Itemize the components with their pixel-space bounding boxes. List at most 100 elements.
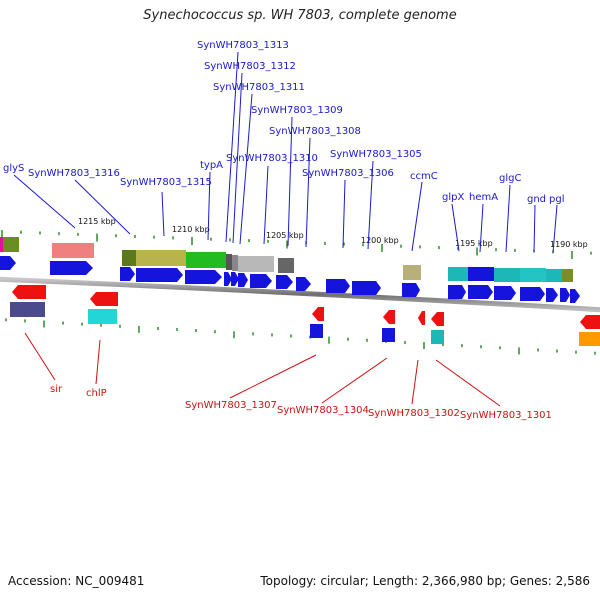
feature-box bbox=[122, 250, 136, 266]
gene-label: chlP bbox=[86, 388, 107, 399]
callout-line bbox=[435, 359, 501, 407]
feature-box bbox=[546, 269, 562, 282]
gene-arrow bbox=[352, 281, 381, 295]
callout-line bbox=[533, 204, 536, 253]
gene-label: SynWH7803_1315 bbox=[120, 177, 212, 188]
gene-arrow bbox=[12, 285, 46, 299]
feature-box bbox=[238, 256, 274, 272]
feature-box bbox=[278, 258, 294, 273]
gene-arrow bbox=[560, 288, 570, 302]
gene-label: typA bbox=[200, 160, 223, 171]
gene-arrow bbox=[250, 274, 272, 288]
gene-arrow bbox=[276, 275, 293, 289]
gene-arrow bbox=[468, 285, 493, 299]
callout-line bbox=[367, 160, 374, 250]
gene-label: glpX bbox=[442, 192, 464, 203]
feature-box bbox=[562, 269, 573, 282]
feature-box bbox=[122, 250, 186, 266]
gene-label: SynWH7803_1312 bbox=[204, 61, 296, 72]
gene-arrow bbox=[431, 312, 444, 326]
gene-label: SynWH7803_1316 bbox=[28, 168, 120, 179]
callout-line bbox=[451, 203, 460, 252]
gene-label: SynWH7803_1306 bbox=[302, 168, 394, 179]
gene-arrow bbox=[546, 288, 558, 302]
gene-label: gnd bbox=[527, 194, 546, 205]
gene-arrow bbox=[418, 311, 425, 325]
feature-box bbox=[468, 267, 494, 281]
map-title: Synechococcus sp. WH 7803, complete geno… bbox=[143, 8, 457, 23]
genome-backbone bbox=[0, 276, 600, 313]
gene-label: sir bbox=[50, 384, 63, 395]
gene-label: ccmC bbox=[410, 171, 438, 182]
feature-box bbox=[579, 332, 600, 346]
callout-line bbox=[232, 72, 243, 244]
feature-box bbox=[88, 309, 117, 324]
callout-line bbox=[552, 204, 558, 254]
gene-arrow bbox=[120, 267, 135, 281]
gene-arrow bbox=[50, 261, 93, 275]
feature-box bbox=[520, 268, 546, 282]
gene-label: SynWH7803_1302 bbox=[368, 408, 460, 419]
feature-box bbox=[10, 302, 45, 317]
feature-box bbox=[186, 252, 226, 268]
callout-line bbox=[287, 116, 293, 247]
gene-label: SynWH7803_1305 bbox=[330, 149, 422, 160]
feature-box bbox=[431, 330, 444, 344]
callout-line bbox=[411, 359, 419, 405]
gene-arrow bbox=[580, 315, 600, 329]
callout-line bbox=[225, 51, 239, 243]
callout-line bbox=[74, 179, 131, 235]
ruler-label: 1205 kbp bbox=[266, 231, 304, 240]
callout-line bbox=[411, 181, 423, 252]
gene-arrow bbox=[570, 289, 580, 303]
gene-label: SynWH7803_1307 bbox=[185, 400, 277, 411]
gene-label: SynWH7803_1310 bbox=[226, 153, 318, 164]
feature-box bbox=[310, 324, 323, 338]
callout-line bbox=[479, 203, 484, 253]
callout-line bbox=[342, 179, 346, 249]
callout-line bbox=[161, 191, 165, 237]
ruler-label: 1200 kbp bbox=[361, 236, 399, 245]
callout-line bbox=[321, 357, 388, 404]
gene-arrow bbox=[448, 285, 466, 299]
gene-arrow bbox=[296, 277, 311, 291]
gene-arrow bbox=[90, 292, 118, 306]
feature-box bbox=[232, 255, 238, 271]
feature-box bbox=[226, 254, 232, 270]
feature-box bbox=[494, 268, 520, 282]
callout-line bbox=[505, 184, 511, 253]
callout-line bbox=[95, 339, 101, 385]
gene-label: SynWH7803_1309 bbox=[251, 105, 343, 116]
ruler-label: 1190 kbp bbox=[550, 240, 588, 249]
callout-line bbox=[305, 137, 311, 248]
gene-arrow bbox=[326, 279, 350, 293]
callout-line bbox=[263, 165, 269, 245]
callout-line bbox=[13, 174, 76, 229]
callout-line bbox=[207, 171, 211, 241]
callout-line bbox=[229, 354, 317, 399]
genome-summary: Topology: circular; Length: 2,366,980 bp… bbox=[260, 574, 590, 588]
gene-label: pgl bbox=[549, 194, 564, 205]
feature-box bbox=[52, 243, 94, 258]
gene-arrow bbox=[185, 270, 222, 284]
gene-arrow bbox=[224, 272, 232, 286]
gene-label: SynWH7803_1313 bbox=[197, 40, 289, 51]
accession-text: Accession: NC_009481 bbox=[8, 574, 145, 588]
ruler-label: 1195 kbp bbox=[455, 239, 493, 248]
feature-box bbox=[448, 267, 468, 281]
gene-arrow bbox=[136, 268, 183, 282]
feature-box bbox=[0, 237, 19, 252]
gene-label: SynWH7803_1304 bbox=[277, 405, 369, 416]
feature-box bbox=[382, 328, 395, 342]
gene-label: hemA bbox=[469, 192, 498, 203]
gene-arrow bbox=[0, 256, 16, 270]
gene-arrow bbox=[520, 287, 545, 301]
gene-label: glyS bbox=[3, 163, 24, 174]
gene-arrow bbox=[238, 273, 248, 287]
gene-arrow bbox=[494, 286, 516, 300]
feature-box bbox=[0, 237, 3, 252]
ruler-label: 1210 kbp bbox=[172, 225, 210, 234]
gene-arrow bbox=[383, 310, 395, 324]
gene-label: SynWH7803_1301 bbox=[460, 410, 552, 421]
feature-box bbox=[403, 265, 421, 280]
